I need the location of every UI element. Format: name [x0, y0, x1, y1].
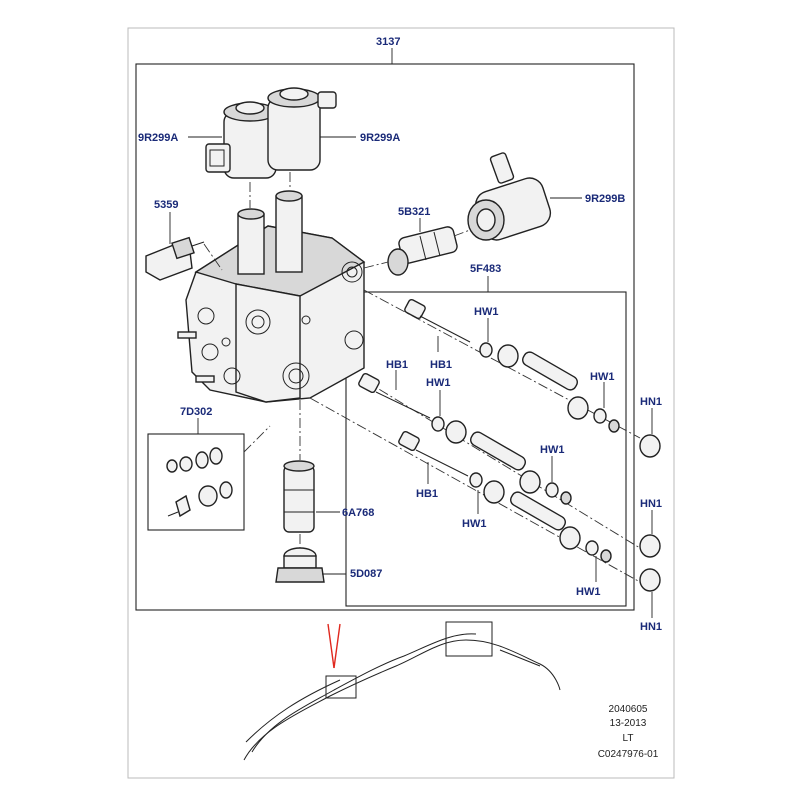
vehicle-locator-thumbnail	[243, 621, 561, 761]
label-valve-5b321: 5B321	[398, 206, 430, 218]
label-cartridge: 6A768	[342, 507, 374, 519]
label-hn1-b: HN1	[640, 498, 662, 510]
footer-code: 2040605	[609, 704, 648, 715]
label-plug: 5D087	[350, 568, 382, 580]
sensor-5359	[145, 236, 205, 281]
footer-region: LT	[623, 733, 634, 744]
label-hb1-c: HB1	[416, 488, 438, 500]
solenoid-9r299b	[467, 152, 552, 241]
label-solenoid-b: 9R299B	[585, 193, 625, 205]
label-sensor: 5359	[154, 199, 178, 211]
plug-5d087	[275, 547, 325, 583]
label-solenoid-left: 9R299A	[138, 132, 178, 144]
valve-5b321	[387, 226, 458, 276]
outer-frame	[127, 27, 675, 779]
label-assembly: 3137	[376, 36, 400, 48]
kit-5f483-box	[345, 291, 627, 607]
label-hw1-f: HW1	[576, 586, 600, 598]
location-marker	[327, 623, 341, 669]
label-hw1-c: HW1	[590, 371, 614, 383]
label-hw1-a: HW1	[474, 306, 498, 318]
bolt-row-2	[358, 372, 661, 558]
assembly-box	[135, 63, 635, 611]
bolt-row-1	[404, 298, 661, 458]
cartridge-6a768	[283, 460, 315, 533]
label-hb1-a: HB1	[430, 359, 452, 371]
label-kit-7d302: 7D302	[180, 406, 212, 418]
label-hw1-b: HW1	[426, 377, 450, 389]
label-solenoid-right: 9R299A	[360, 132, 400, 144]
valve-block	[177, 190, 366, 403]
label-hn1-c: HN1	[640, 621, 662, 633]
kit-7d302-box	[147, 433, 245, 531]
solenoid-9r299a-right	[267, 87, 337, 171]
label-hn1-a: HN1	[640, 396, 662, 408]
label-hw1-d: HW1	[540, 444, 564, 456]
footer-date: 13-2013	[610, 718, 647, 729]
label-hb1-b: HB1	[386, 359, 408, 371]
seal-kit-7d302	[166, 447, 233, 518]
label-hw1-e: HW1	[462, 518, 486, 530]
footer-ref: C0247976-01	[598, 749, 659, 760]
label-kit-5f483: 5F483	[470, 263, 501, 275]
bolt-row-3	[398, 430, 661, 592]
solenoid-9r299a-left	[205, 101, 277, 179]
